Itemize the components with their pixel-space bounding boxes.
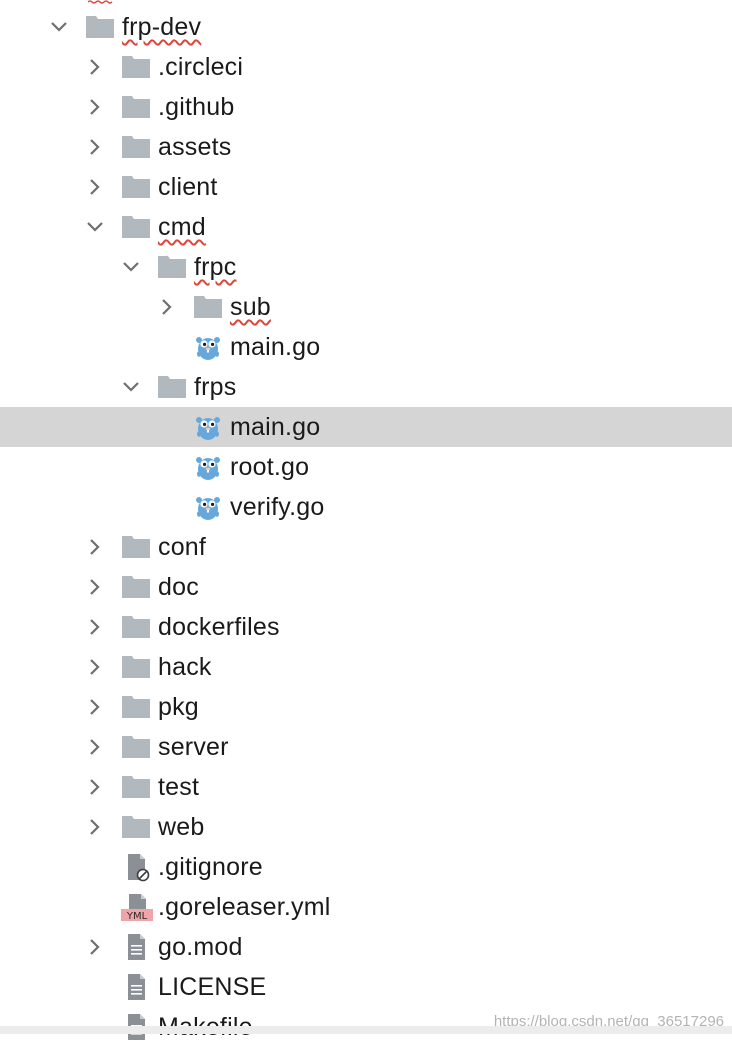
text-file-icon [121, 932, 151, 962]
tree-item-frps[interactable]: frps [0, 367, 732, 407]
tree-item-server[interactable]: server [0, 727, 732, 767]
tree-item-web[interactable]: web [0, 807, 732, 847]
chevron-right-icon[interactable] [86, 538, 104, 556]
folder-icon [121, 732, 151, 762]
tree-item-label: hack [158, 653, 212, 681]
tree-item-label: dockerfiles [158, 613, 280, 641]
chevron-right-icon[interactable] [86, 58, 104, 76]
tree-item-circleci[interactable]: .circleci [0, 47, 732, 87]
tree-item-label: conf [158, 533, 207, 561]
folder-icon [193, 292, 223, 322]
tree-item-label: main.go [230, 413, 321, 441]
tree-item-dockerfiles[interactable]: dockerfiles [0, 607, 732, 647]
tree-item-license[interactable]: LICENSE [0, 967, 732, 1007]
tree-item-sub[interactable]: sub [0, 287, 732, 327]
tree-item-goreleaser-yml[interactable]: YML .goreleaser.yml [0, 887, 732, 927]
tree-item-label: main.go [230, 333, 321, 361]
folder-icon [121, 132, 151, 162]
go-gopher-icon [193, 332, 223, 362]
go-gopher-icon [193, 492, 223, 522]
tree-item-label: verify.go [230, 493, 325, 521]
tree-item-gitignore[interactable]: .gitignore [0, 847, 732, 887]
tree-item-pkg[interactable]: pkg [0, 687, 732, 727]
tree-item-root-go[interactable]: root.go [0, 447, 732, 487]
tree-item-verify-go[interactable]: verify.go [0, 487, 732, 527]
tree-item-assets[interactable]: assets [0, 127, 732, 167]
chevron-down-icon[interactable] [86, 218, 104, 236]
tree-item-label: LICENSE [158, 973, 267, 1001]
folder-icon [121, 52, 151, 82]
chevron-right-icon[interactable] [86, 178, 104, 196]
chevron-down-icon[interactable] [122, 378, 140, 396]
project-tree: frp-dev .circleci .github assets client … [0, 7, 732, 1047]
tree-item-label: web [158, 813, 205, 841]
folder-icon [121, 612, 151, 642]
tree-item-main-go[interactable]: main.go [0, 407, 732, 447]
tree-item-conf[interactable]: conf [0, 527, 732, 567]
chevron-right-icon[interactable] [86, 738, 104, 756]
tree-item-label: assets [158, 133, 232, 161]
folder-icon [121, 212, 151, 242]
folder-icon [121, 572, 151, 602]
tree-item-label: test [158, 773, 200, 801]
tree-item-label: frps [194, 373, 237, 401]
gitignore-file-icon [121, 852, 151, 882]
chevron-right-icon[interactable] [158, 298, 176, 316]
yml-file-icon: YML [121, 892, 155, 922]
tree-item-frpc[interactable]: frpc [0, 247, 732, 287]
tree-item-label: sub [230, 293, 271, 321]
folder-icon [157, 372, 187, 402]
chevron-right-icon[interactable] [86, 98, 104, 116]
tree-item-label: cmd [158, 213, 206, 241]
tree-item-client[interactable]: client [0, 167, 732, 207]
folder-icon [121, 692, 151, 722]
tree-item-label: root.go [230, 453, 310, 481]
chevron-right-icon[interactable] [86, 618, 104, 636]
folder-icon [157, 252, 187, 282]
tree-item-label: .circleci [158, 53, 244, 81]
tree-item-frp-dev[interactable]: frp-dev [0, 7, 732, 47]
tree-item-hack[interactable]: hack [0, 647, 732, 687]
folder-icon [121, 172, 151, 202]
chevron-right-icon[interactable] [86, 938, 104, 956]
go-gopher-icon [193, 412, 223, 442]
tree-item-label: frp-dev [122, 13, 202, 41]
bottom-bar [0, 1026, 732, 1034]
chevron-right-icon[interactable] [86, 698, 104, 716]
tree-item-doc[interactable]: doc [0, 567, 732, 607]
tree-item-test[interactable]: test [0, 767, 732, 807]
chevron-right-icon[interactable] [86, 138, 104, 156]
chevron-right-icon[interactable] [86, 778, 104, 796]
yml-badge-text: YML [126, 911, 148, 922]
tree-item-cmd[interactable]: cmd [0, 207, 732, 247]
folder-icon [121, 92, 151, 122]
folder-icon [85, 12, 115, 42]
tree-item-label: .goreleaser.yml [158, 893, 331, 921]
text-file-icon [121, 972, 151, 1002]
tree-item-label: go.mod [158, 933, 243, 961]
chevron-down-icon[interactable] [122, 258, 140, 276]
folder-icon [121, 772, 151, 802]
tree-item-label: .github [158, 93, 235, 121]
tree-item-label: server [158, 733, 229, 761]
spellcheck-underline-fragment [88, 0, 113, 4]
go-gopher-icon [193, 452, 223, 482]
chevron-right-icon[interactable] [86, 578, 104, 596]
tree-item-label: doc [158, 573, 199, 601]
tree-item-github[interactable]: .github [0, 87, 732, 127]
watermark-text: https://blog.csdn.net/qq_36517296 [493, 1013, 724, 1030]
chevron-right-icon[interactable] [86, 818, 104, 836]
chevron-right-icon[interactable] [86, 658, 104, 676]
tree-item-go-mod[interactable]: go.mod [0, 927, 732, 967]
tree-item-label: .gitignore [158, 853, 263, 881]
tree-item-main-go[interactable]: main.go [0, 327, 732, 367]
tree-item-label: pkg [158, 693, 199, 721]
tree-item-label: client [158, 173, 218, 201]
folder-icon [121, 532, 151, 562]
tree-item-label: frpc [194, 253, 237, 281]
folder-icon [121, 652, 151, 682]
folder-icon [121, 812, 151, 842]
chevron-down-icon[interactable] [50, 18, 68, 36]
